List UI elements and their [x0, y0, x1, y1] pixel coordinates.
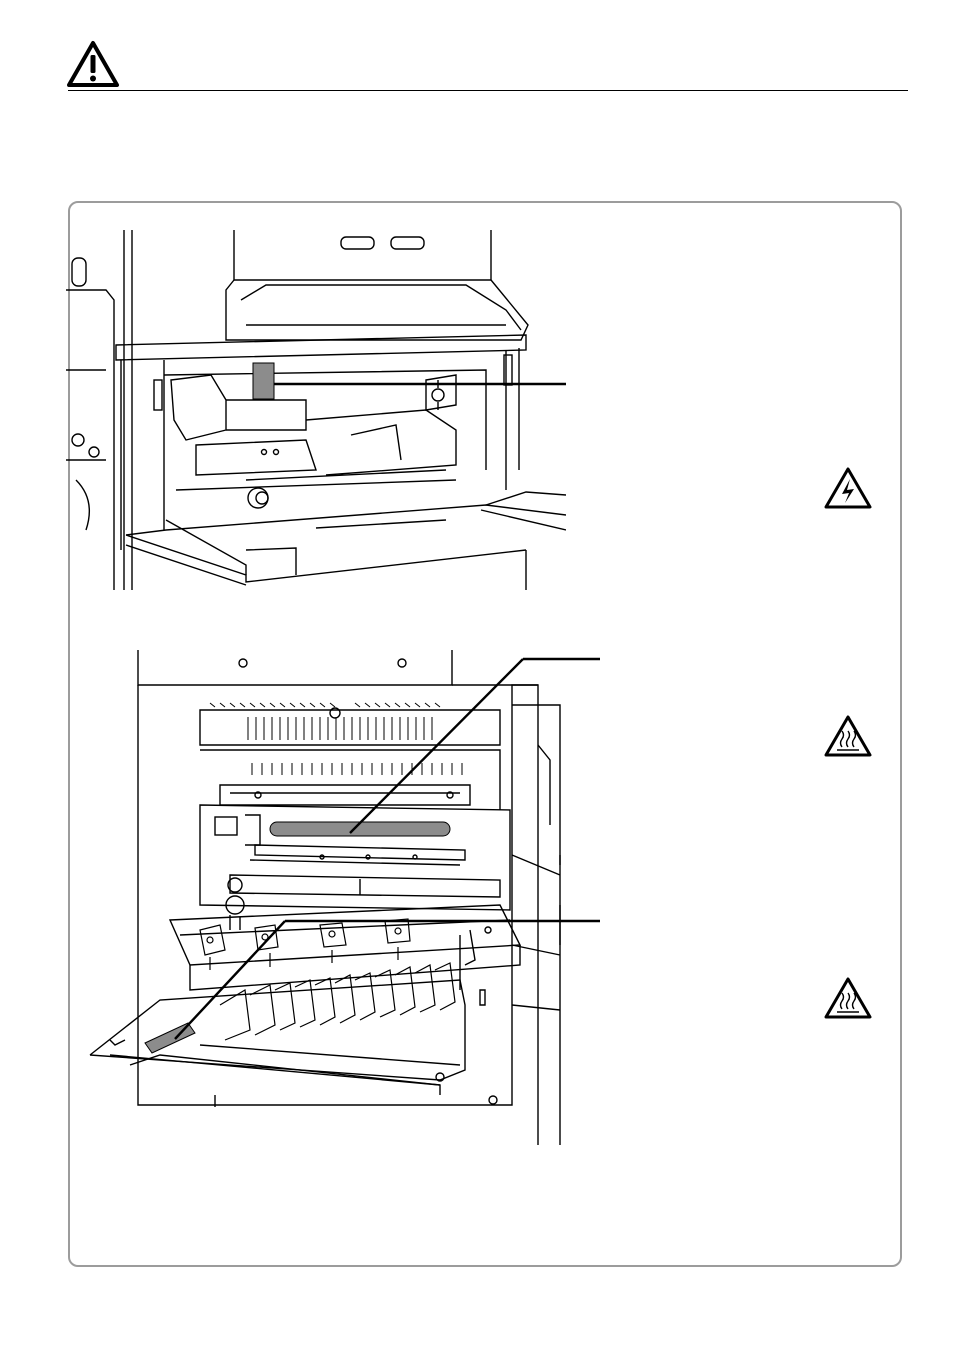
fuser-side-cover-illustration	[89, 650, 600, 1145]
hot-surface-icon	[824, 715, 872, 757]
caution-triangle-icon	[66, 40, 120, 88]
front-interior-illustration	[66, 230, 566, 590]
illustration-panel	[68, 201, 902, 1267]
header-rule	[68, 90, 908, 91]
hot-surface-icon	[824, 977, 872, 1019]
high-voltage-icon	[824, 467, 872, 509]
